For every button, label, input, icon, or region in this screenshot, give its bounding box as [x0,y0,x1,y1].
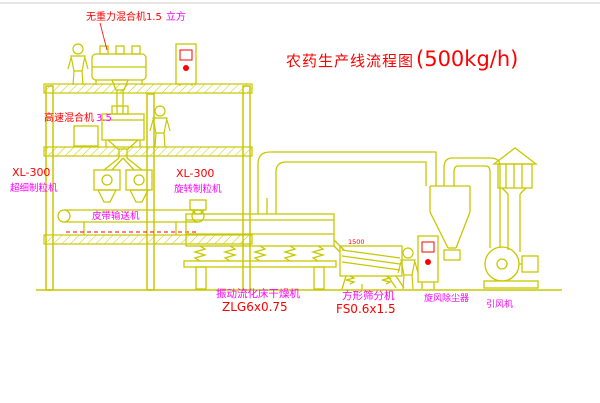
sieve-spring [381,275,392,285]
belt-roller-left [57,209,71,223]
fan-motor [521,255,539,273]
floor-slab-lower [43,234,253,245]
dryer-spring [252,245,268,262]
indicator-lamp-icon [183,65,189,71]
granulator-left [93,169,121,203]
label-sieve-dimension: 1500 [348,238,365,246]
building-column-middle [146,93,155,291]
dryer-spring [222,245,238,262]
dryer-base-frame [183,260,337,268]
control-cabinet-1 [175,43,197,86]
label-belt-conveyor: 皮带输送机 [92,210,140,222]
exhaust-stack-cap [492,147,538,252]
fan-base [483,280,539,289]
building-column-right [242,85,251,291]
gravity-mixer [91,45,147,114]
label-cyclone: 旋风除尘器 [424,292,469,304]
floor-slab-top [43,83,253,94]
sieve-spring [345,275,356,285]
control-cabinet-2 [417,235,439,289]
square-sieve [339,245,405,290]
label-granulator-left-name: 超细制粒机 [10,182,58,194]
label-leader-line [99,22,108,51]
label-dryer-name: 振动流化床干燥机 [216,287,300,300]
cyclone-exhaust-duct [443,157,501,248]
high-speed-mixer [73,105,145,158]
label-granulator-left-model: XL-300 [12,166,50,179]
dryer-spring [192,245,208,262]
label-dryer-model: ZLG6x0.75 [222,300,288,314]
induced-draft-fan [483,246,539,289]
indicator-lamp-icon [425,259,431,265]
label-fan: 引风机 [486,298,513,310]
floor-slab-middle [43,146,253,157]
label-sieve-name: 方形筛分机 [342,289,395,302]
belt-conveyor [57,209,205,235]
cyclone-separator [429,185,471,261]
dryer-foot [195,266,207,290]
label-granulator-right-name: 旋转制粒机 [174,183,222,195]
dryer-spring [310,245,326,262]
dryer-spring [282,245,298,262]
granulator-right [125,169,153,203]
granulator-y-duct [103,157,143,171]
building-structure [36,83,562,291]
dryer-foot [313,266,325,290]
worker-figure-second-floor [149,105,171,148]
fluid-bed-dryer [183,199,345,290]
label-granulator-right-model: XL-300 [176,167,214,180]
label-sieve-model: FS0.6x1.5 [336,302,396,316]
dryer-feed-hopper [189,199,207,211]
worker-figure-top-floor [67,43,89,86]
exhaust-duct [257,151,437,214]
cyclone-discharge-valve [443,249,461,261]
page-title: 农药生产线流程图(500kg/h) [286,47,518,71]
